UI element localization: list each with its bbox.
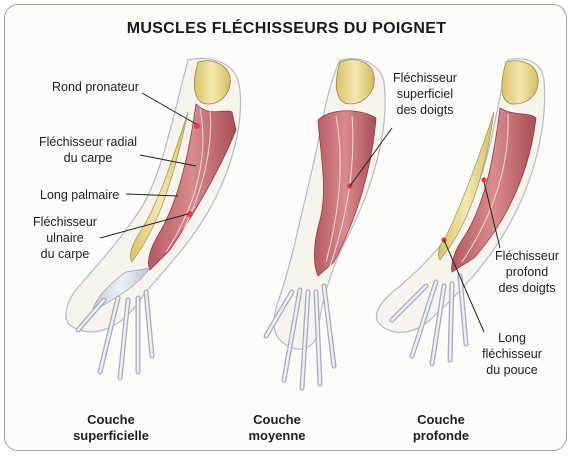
label-flechisseur-ulnaire: Fléchisseur ulnaire du carpe: [28, 214, 102, 262]
caption-couche-moyenne: Couche moyenne: [232, 412, 322, 444]
label-flechisseur-profond-line3: des doigts: [490, 280, 564, 296]
label-flechisseur-superficiel-line1: Fléchisseur: [387, 70, 463, 86]
label-flechisseur-superficiel-line2: superficiel: [387, 86, 463, 102]
label-flechisseur-ulnaire-line2: ulnaire: [28, 230, 102, 246]
caption-moyenne-line1: Couche: [232, 412, 322, 428]
label-rond-pronateur: Rond pronateur: [52, 79, 139, 95]
caption-couche-profonde: Couche profonde: [396, 412, 486, 444]
label-flechisseur-radial-line2: du carpe: [36, 150, 140, 166]
caption-moyenne-line2: moyenne: [232, 428, 322, 444]
label-long-flechisseur-line1: Long: [474, 330, 550, 346]
caption-profonde-line2: profonde: [396, 428, 486, 444]
label-long-palmaire: Long palmaire: [40, 187, 119, 203]
label-flechisseur-radial: Fléchisseur radial du carpe: [36, 134, 140, 166]
label-long-flechisseur-pouce: Long fléchisseur du pouce: [474, 330, 550, 378]
caption-superficielle-line1: Couche: [56, 412, 166, 428]
label-flechisseur-radial-line1: Fléchisseur radial: [36, 134, 140, 150]
label-flechisseur-profond-line2: profond: [490, 264, 564, 280]
arm-intermediate: [266, 59, 385, 388]
caption-profonde-line1: Couche: [396, 412, 486, 428]
label-flechisseur-superficiel-line3: des doigts: [387, 102, 463, 118]
label-long-flechisseur-line2: fléchisseur: [474, 346, 550, 362]
label-flechisseur-profond-line1: Fléchisseur: [490, 248, 564, 264]
label-long-flechisseur-line3: du pouce: [474, 362, 550, 378]
caption-superficielle-line2: superficielle: [56, 428, 166, 444]
label-flechisseur-superficiel: Fléchisseur superficiel des doigts: [387, 70, 463, 118]
label-flechisseur-ulnaire-line3: du carpe: [28, 246, 102, 262]
label-flechisseur-ulnaire-line1: Fléchisseur: [28, 214, 102, 230]
label-flechisseur-profond: Fléchisseur profond des doigts: [490, 248, 564, 296]
caption-couche-superficielle: Couche superficielle: [56, 412, 166, 444]
